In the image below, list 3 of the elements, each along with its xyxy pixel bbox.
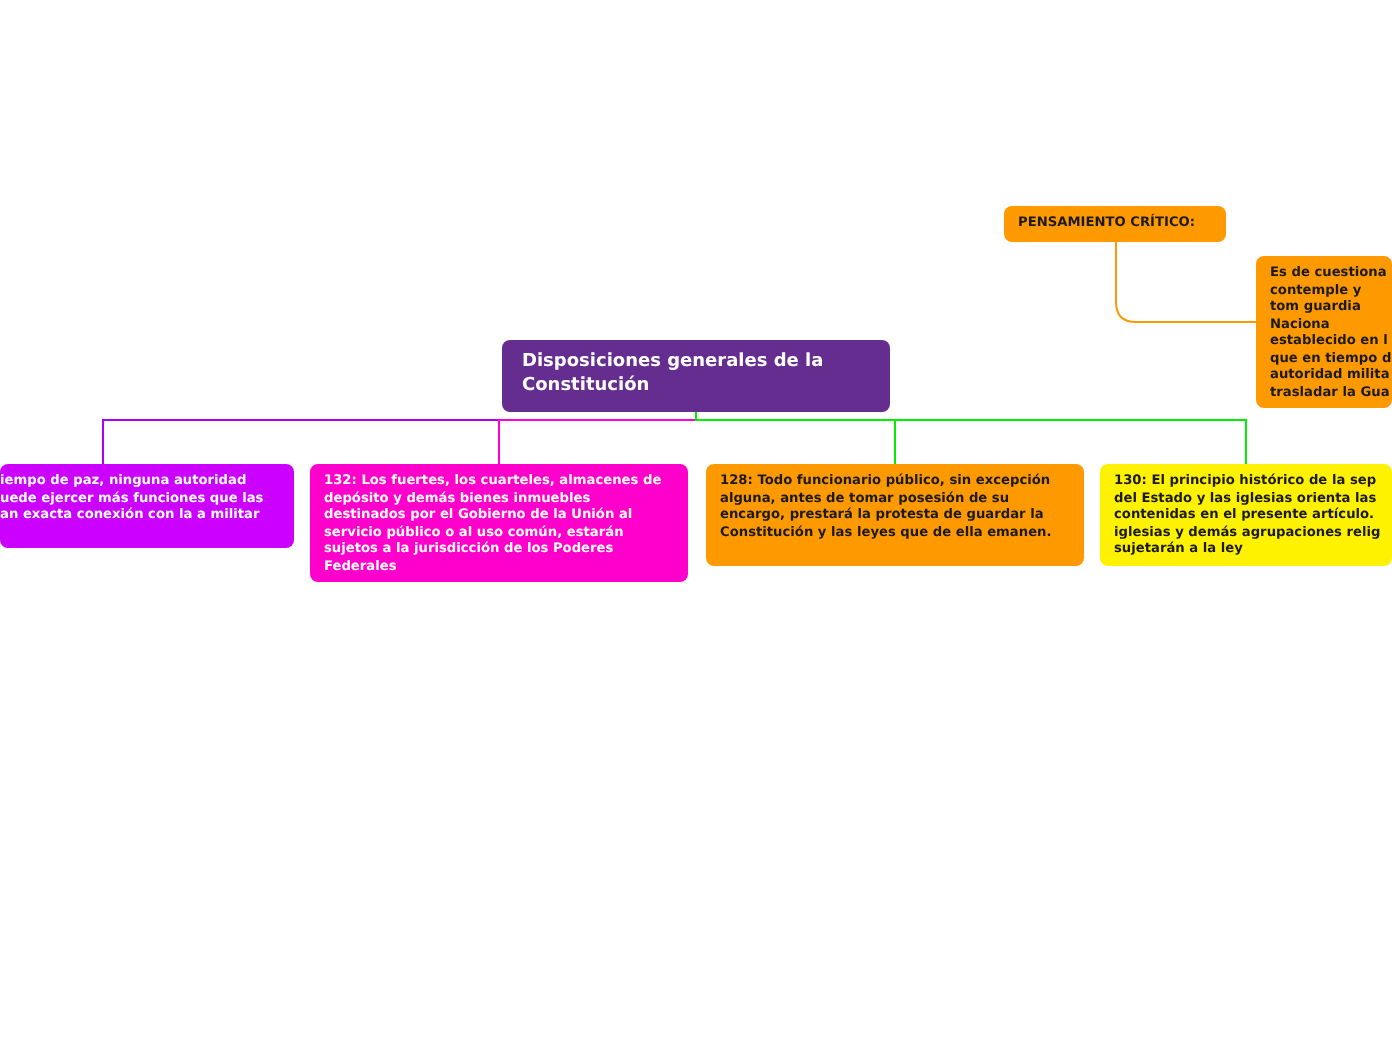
connector-line [1115, 241, 1257, 323]
topic-box: Disposiciones generales de la Constitución [502, 340, 890, 412]
connector-line [695, 411, 1247, 465]
